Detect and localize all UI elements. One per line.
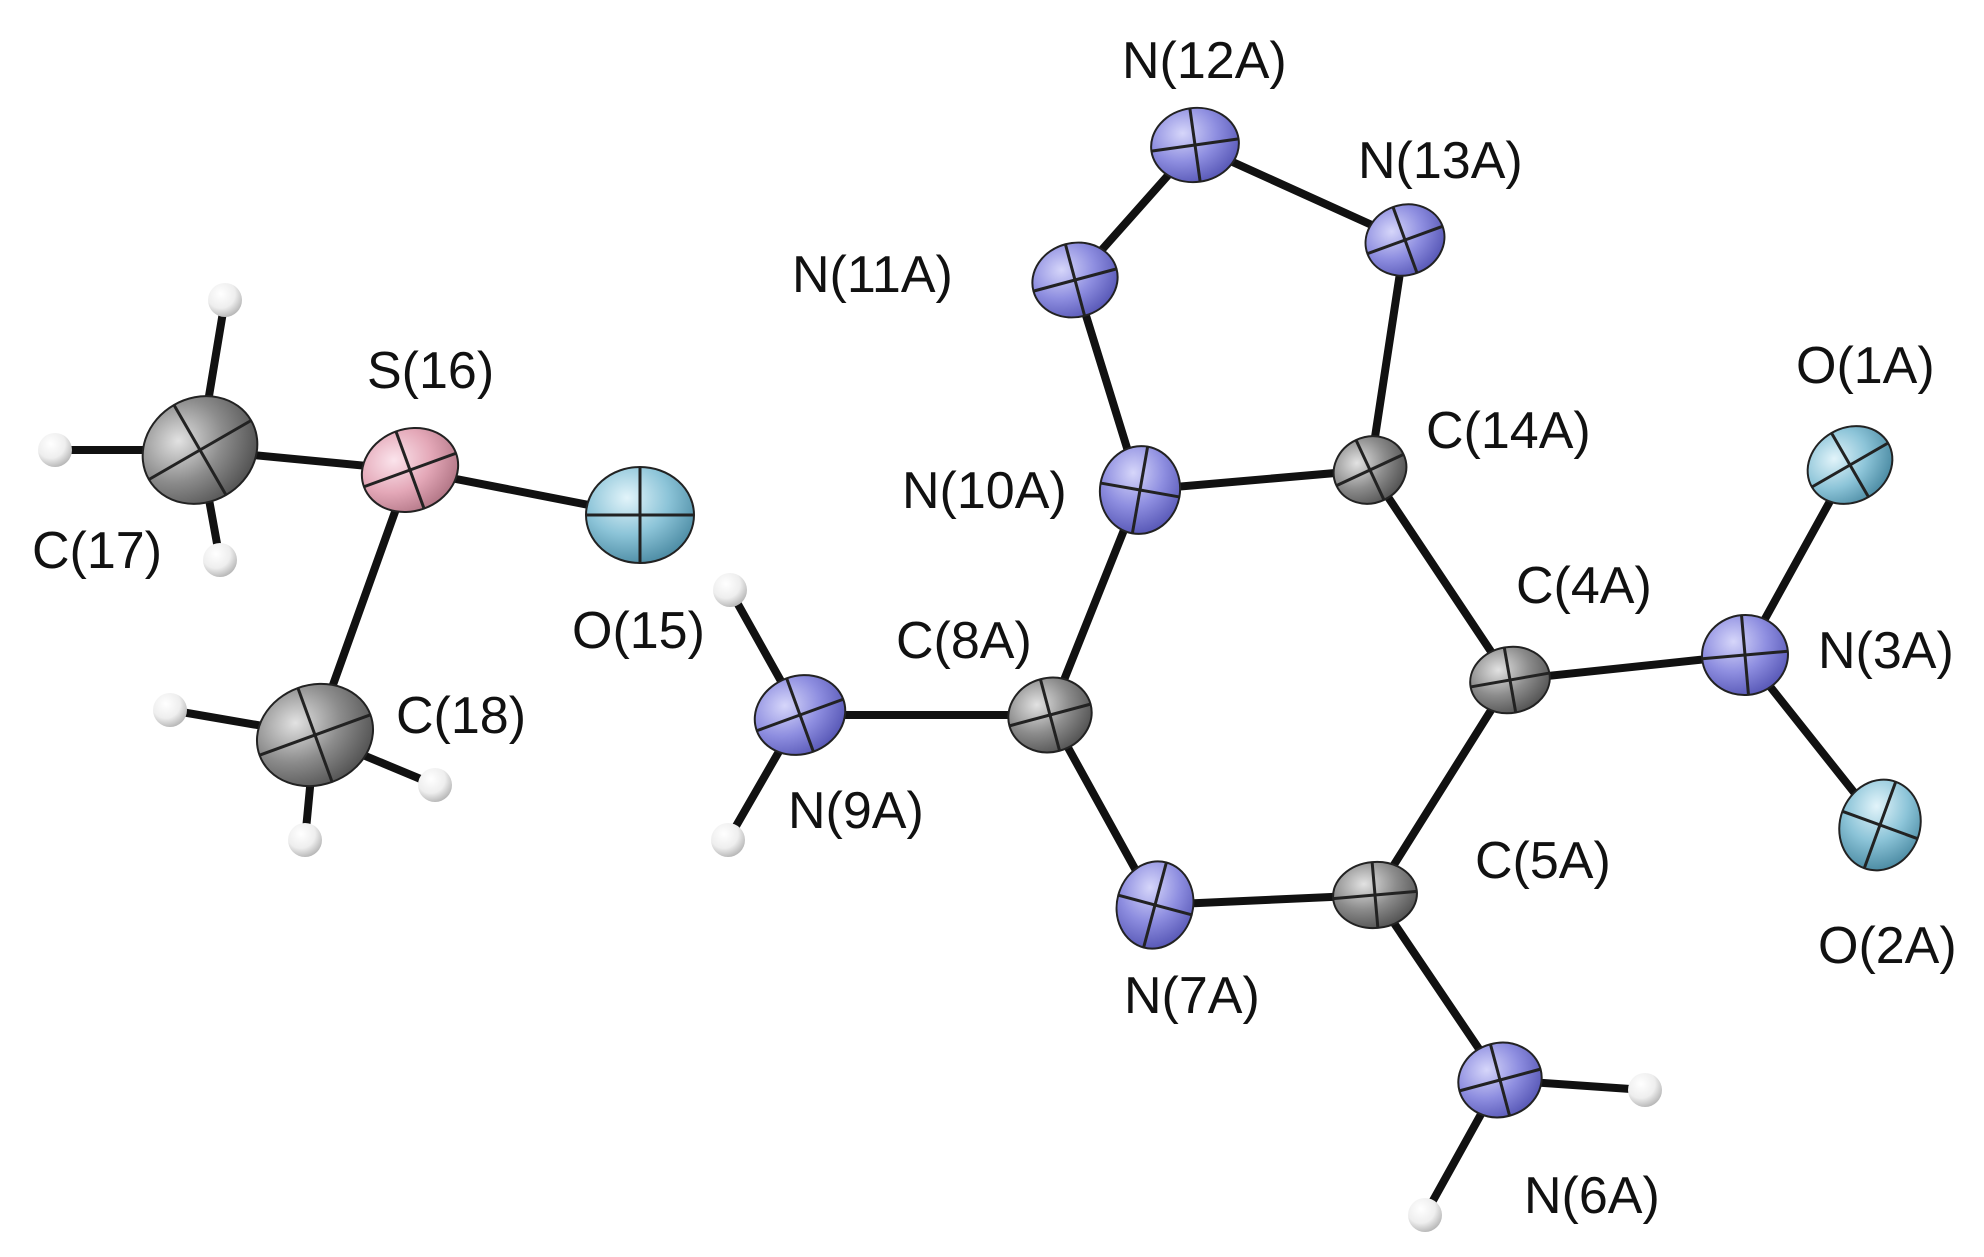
label-n10a: N(10A)	[902, 462, 1067, 520]
hydrogen-atom	[1408, 1198, 1442, 1232]
hydrogen-atom	[38, 433, 72, 467]
hydrogen-atom	[1628, 1073, 1662, 1107]
atom-c18	[255, 682, 375, 788]
hydrogen-atom	[711, 823, 745, 857]
label-n3a: N(3A)	[1818, 622, 1954, 680]
hydrogen-atom	[208, 283, 242, 317]
label-n11a: N(11A)	[792, 246, 953, 304]
label-c8a: C(8A)	[896, 612, 1032, 670]
atom-n9a	[753, 674, 847, 756]
atom-o15	[585, 466, 695, 564]
label-o15: O(15)	[572, 602, 705, 660]
label-n6a: N(6A)	[1524, 1167, 1660, 1225]
hydrogen-atom	[203, 543, 237, 577]
atom-n10a	[1098, 445, 1182, 535]
hydrogen-atoms	[38, 283, 1662, 1232]
atom-n13a	[1364, 203, 1446, 277]
atom-n7a	[1115, 860, 1195, 950]
label-c14a: C(14A)	[1426, 402, 1591, 460]
atom-n11a	[1031, 241, 1119, 319]
atom-n6a	[1457, 1041, 1543, 1119]
hydrogen-atom	[288, 823, 322, 857]
atom-n12a	[1150, 106, 1240, 184]
bond-c14a-c4a	[1366, 466, 1514, 684]
label-o2a: O(2A)	[1818, 917, 1957, 975]
label-c18: C(18)	[396, 687, 526, 745]
label-n12a: N(12A)	[1122, 32, 1287, 90]
atom-c4a	[1469, 645, 1551, 715]
atom-n3a	[1701, 613, 1789, 697]
atom-c17	[141, 395, 259, 505]
label-c4a: C(4A)	[1516, 557, 1652, 615]
atom-c5a	[1332, 860, 1418, 930]
label-n9a: N(9A)	[788, 782, 924, 840]
atom-c8a	[1007, 676, 1093, 754]
heavy-atoms	[141, 106, 1922, 1119]
atom-o2a	[1838, 778, 1922, 872]
label-n7a: N(7A)	[1124, 967, 1260, 1025]
bond-n13a-c14a	[1366, 236, 1409, 474]
hydrogen-atom	[418, 768, 452, 802]
atom-o1a	[1806, 425, 1894, 505]
atom-s16	[360, 426, 460, 514]
label-c17: C(17)	[32, 522, 162, 580]
label-s16: S(16)	[367, 342, 494, 400]
hydrogen-atom	[713, 573, 747, 607]
bonds	[51, 141, 1884, 1219]
label-n13a: N(13A)	[1358, 132, 1523, 190]
atom-c14a	[1332, 435, 1408, 505]
atom-labels: N(12A) N(13A) N(11A) S(16) O(1A) C(14A) …	[32, 32, 1957, 1225]
label-o1a: O(1A)	[1796, 337, 1935, 395]
hydrogen-atom	[153, 693, 187, 727]
label-c5a: C(5A)	[1475, 832, 1611, 890]
bond-c4a-c5a	[1371, 676, 1514, 899]
